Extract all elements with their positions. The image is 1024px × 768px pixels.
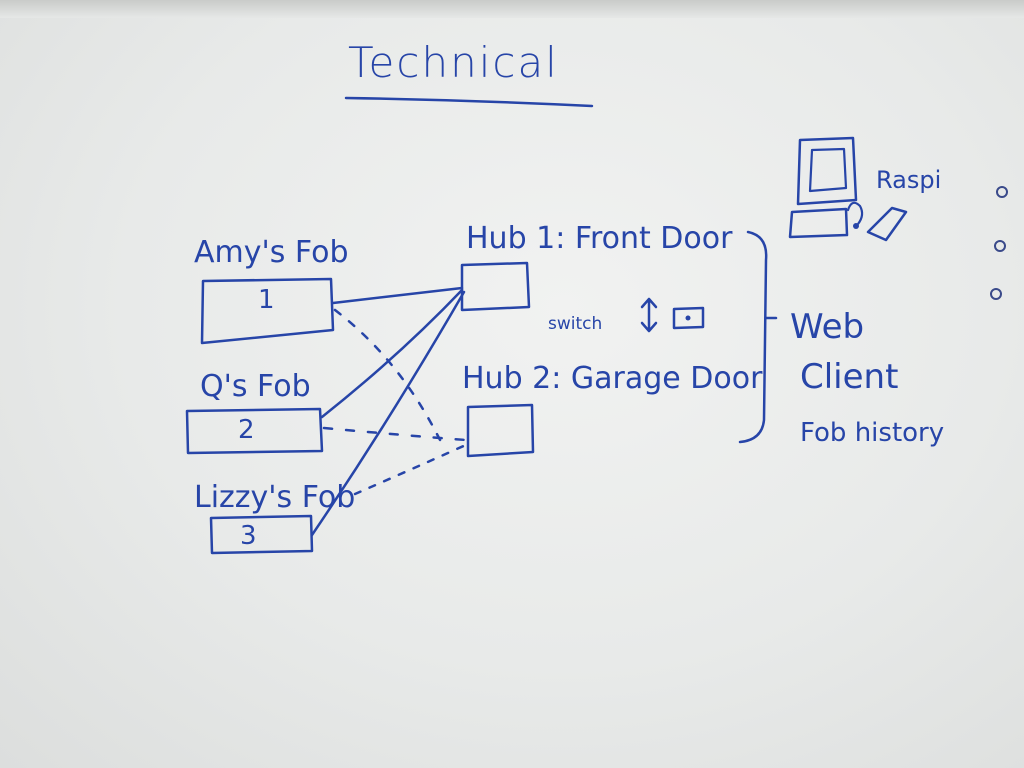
fob-number-q: 2 — [238, 415, 255, 445]
hub-label-1: Hub 1: Front Door — [466, 221, 733, 256]
link-q-hub1 — [320, 288, 464, 419]
board-frame-top — [0, 0, 1024, 18]
fob-label-amy: Amy's Fob — [194, 235, 349, 270]
switch-box — [672, 306, 705, 330]
magnet-dot — [996, 186, 1008, 198]
magnet-dot — [994, 240, 1006, 252]
monitor-outer — [796, 136, 858, 206]
switch-arrow — [640, 297, 658, 333]
monitor-inner — [808, 147, 848, 193]
client-label: Client — [800, 357, 899, 397]
fob-box-q — [185, 407, 324, 455]
dash-amy-hub2 — [333, 308, 442, 442]
web-label: Web — [790, 307, 865, 347]
dash-lizzy-hub2 — [353, 442, 470, 496]
switch-dot — [685, 315, 691, 321]
diagram-title: Technical — [348, 38, 559, 87]
link-lizzy-hub1 — [310, 290, 466, 537]
fob-label-q: Q's Fob — [200, 369, 311, 404]
magnet-dot — [990, 288, 1002, 300]
fob-history-label: Fob history — [800, 418, 945, 448]
keyboard — [788, 207, 849, 239]
bracket — [738, 230, 768, 444]
raspi-label: Raspi — [876, 166, 942, 194]
fob-box-lizzy — [209, 514, 314, 555]
fob-label-lizzy: Lizzy's Fob — [194, 480, 356, 515]
hub-box-2 — [466, 403, 535, 458]
switch-label: switch — [548, 314, 603, 334]
hub-box-1 — [460, 261, 531, 312]
fob-number-lizzy: 3 — [240, 521, 257, 551]
hub-label-2: Hub 2: Garage Door — [462, 361, 763, 396]
link-amy-hub1 — [331, 286, 464, 305]
mouse-cable — [846, 201, 864, 226]
fob-number-amy: 1 — [258, 285, 275, 315]
raspi-board — [866, 206, 908, 242]
mouse-dot — [853, 223, 859, 229]
dash-q-hub2 — [322, 426, 468, 442]
fob-box-amy — [200, 277, 335, 345]
title-underline — [344, 96, 594, 108]
